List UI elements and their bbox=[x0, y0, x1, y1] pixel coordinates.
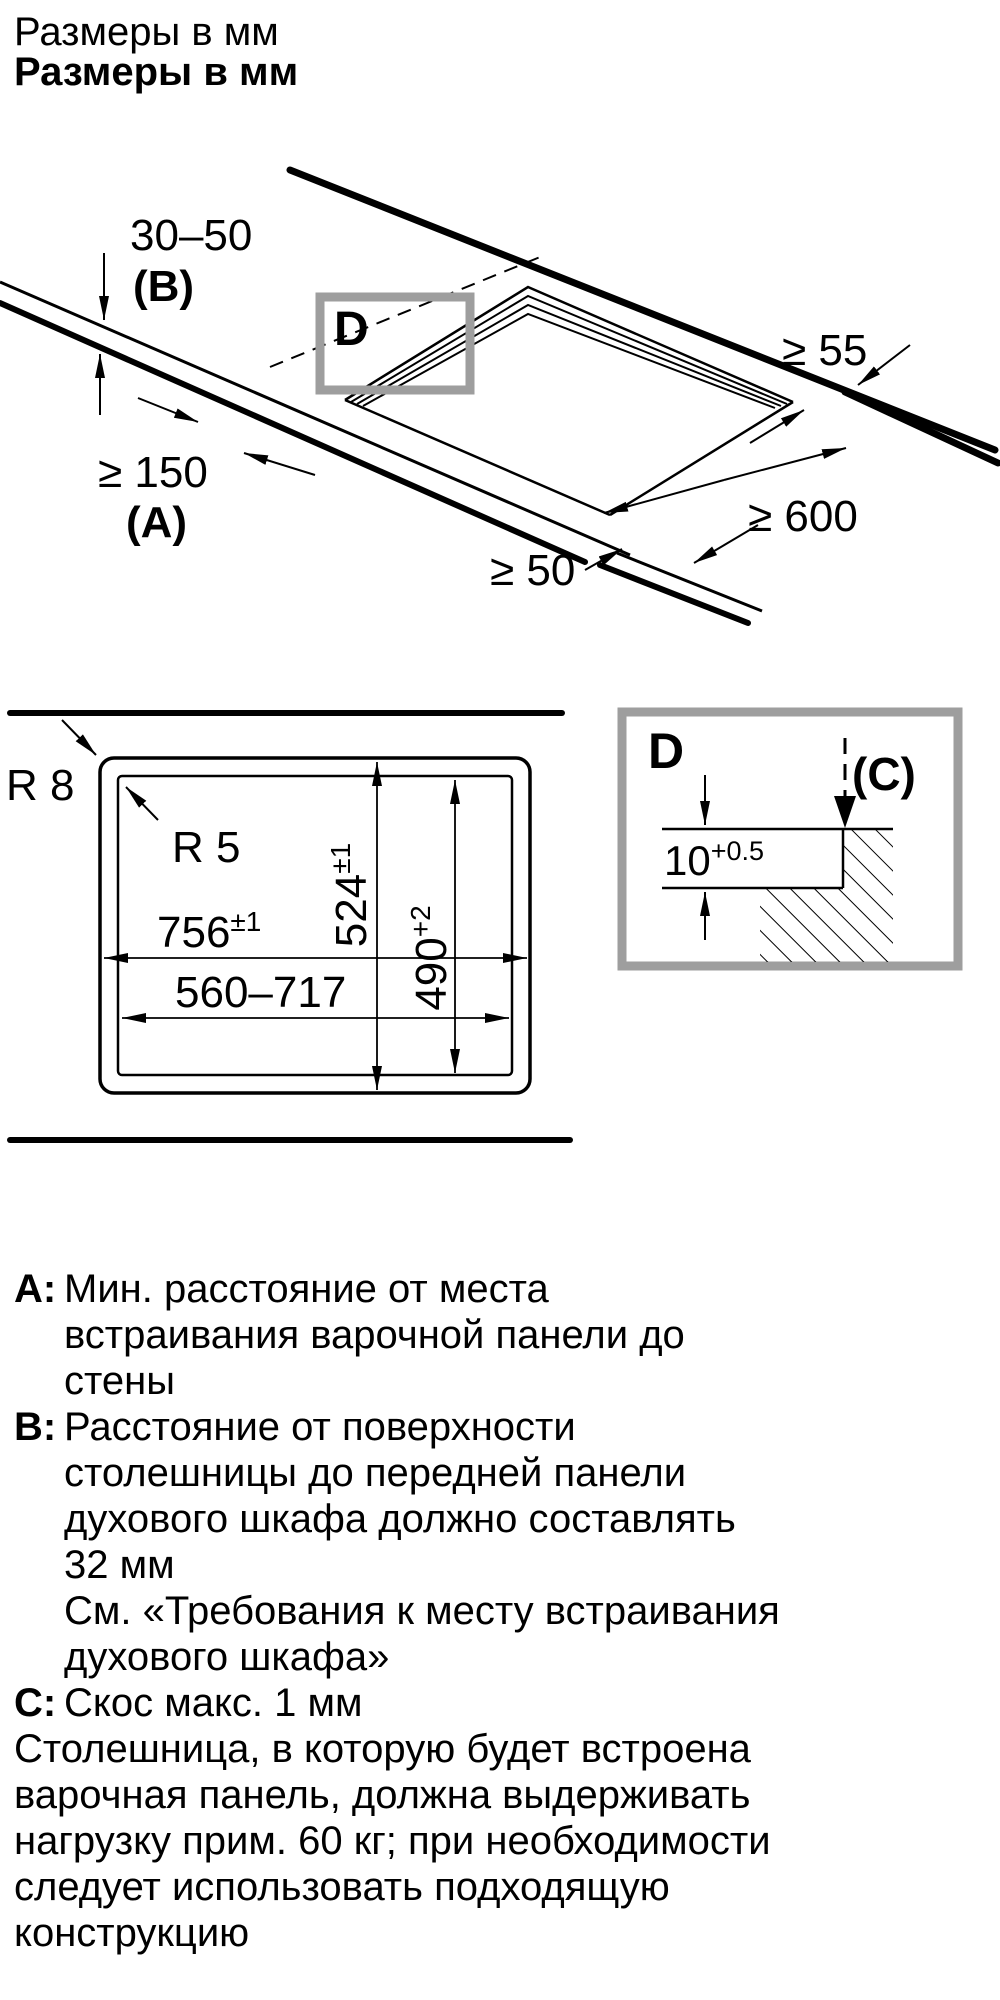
plan-view-drawing: R 8 R 5 524±1 490+2 756±1 560–717 D (C) bbox=[6, 707, 963, 1143]
svg-text:560–717: 560–717 bbox=[175, 968, 346, 1017]
note-a-text: Мин. расстояние от места встраивания вар… bbox=[64, 1267, 685, 1403]
svg-text:756±1: 756±1 bbox=[157, 906, 261, 957]
detail-d-reference-label: D bbox=[334, 303, 369, 356]
svg-text:490+2: 490+2 bbox=[405, 905, 456, 1010]
dim-a-arrow-1 bbox=[137, 397, 199, 423]
dim-b-value: 30–50 bbox=[130, 211, 252, 260]
dim-depth-clearance: ≥ 600 bbox=[748, 492, 858, 541]
svg-text:524±1: 524±1 bbox=[325, 843, 376, 947]
worktop-front-top-edge bbox=[0, 280, 631, 557]
detail-d-reference-box bbox=[315, 292, 475, 395]
detail-d-view: D (C) 10+0.5 bbox=[617, 707, 963, 971]
dim-front-clearance: ≥ 50 bbox=[490, 546, 575, 595]
inner-radius-arrow bbox=[125, 786, 159, 821]
detail-d-label: D bbox=[648, 723, 684, 779]
detail-dim-value: 10+0.5 bbox=[664, 836, 764, 884]
dim-side-clearance: ≥ 55 bbox=[782, 326, 867, 375]
worktop-front-bottom-edge-right bbox=[597, 562, 751, 626]
detail-d-border bbox=[617, 707, 963, 971]
wall-edge-line-lower bbox=[841, 388, 1000, 467]
worktop-front-bottom-edge bbox=[0, 300, 588, 565]
dim-width-756: 756±1 bbox=[104, 906, 527, 963]
note-c-text: Скос макс. 1 мм bbox=[64, 1681, 363, 1725]
wall-edge-line bbox=[286, 166, 999, 454]
note-a: A: Мин. расстояние от места встраивания … bbox=[14, 1266, 964, 1404]
dim-cutout-depth-490: 490+2 bbox=[405, 780, 460, 1073]
page-title: Размеры в мм bbox=[14, 10, 279, 54]
detail-c-arrowhead bbox=[834, 796, 856, 828]
note-b: B: Расстояние от поверхности столешницы … bbox=[14, 1404, 964, 1680]
dim-50-arrow-1 bbox=[584, 548, 623, 571]
worktop-front-top-edge-right bbox=[616, 551, 763, 613]
dim-b-ref: (B) bbox=[133, 262, 194, 311]
note-c: C: Скос макс. 1 мм bbox=[14, 1680, 964, 1726]
note-c-label: C: bbox=[14, 1681, 57, 1725]
detail-c-ref: (C) bbox=[852, 748, 916, 800]
cutout-outline bbox=[116, 774, 514, 1077]
note-b-text: Расстояние от поверхности столешницы до … bbox=[64, 1405, 780, 1679]
dim-depth-524: 524±1 bbox=[325, 762, 382, 1090]
detail-hatched-material bbox=[760, 830, 893, 962]
dim-50-arrow-2 bbox=[693, 524, 759, 564]
dim-55-arrow-1 bbox=[857, 344, 911, 386]
note-b-label: B: bbox=[14, 1405, 57, 1449]
dim-600-line-2 bbox=[723, 447, 847, 481]
dim-55-arrow-2 bbox=[749, 409, 805, 444]
dim-cutout-width-560-717: 560–717 bbox=[122, 968, 509, 1023]
note-a-label: A: bbox=[14, 1267, 57, 1311]
worktop-load-note: Столешница, в которую будет встроена вар… bbox=[14, 1727, 771, 1955]
outer-radius-label: R 8 bbox=[6, 761, 74, 810]
notes-block: A: Мин. расстояние от места встраивания … bbox=[14, 1266, 964, 1956]
inner-radius-label: R 5 bbox=[172, 823, 240, 872]
dim-a-value: ≥ 150 bbox=[98, 448, 208, 497]
cutout-opening bbox=[344, 285, 794, 517]
dim-a-arrow-2 bbox=[243, 452, 316, 476]
iso-installation-drawing: D 30–50 (B) ≥ 150 (A) ≥ 55 ≥ 600 ≥ 50 bbox=[0, 166, 1000, 626]
dim-a-ref: (A) bbox=[126, 498, 187, 547]
outer-radius-arrow bbox=[61, 719, 97, 756]
hob-outline bbox=[98, 756, 532, 1095]
dim-600-line-1 bbox=[603, 479, 725, 514]
page-title-bold: Размеры в мм bbox=[14, 50, 299, 94]
